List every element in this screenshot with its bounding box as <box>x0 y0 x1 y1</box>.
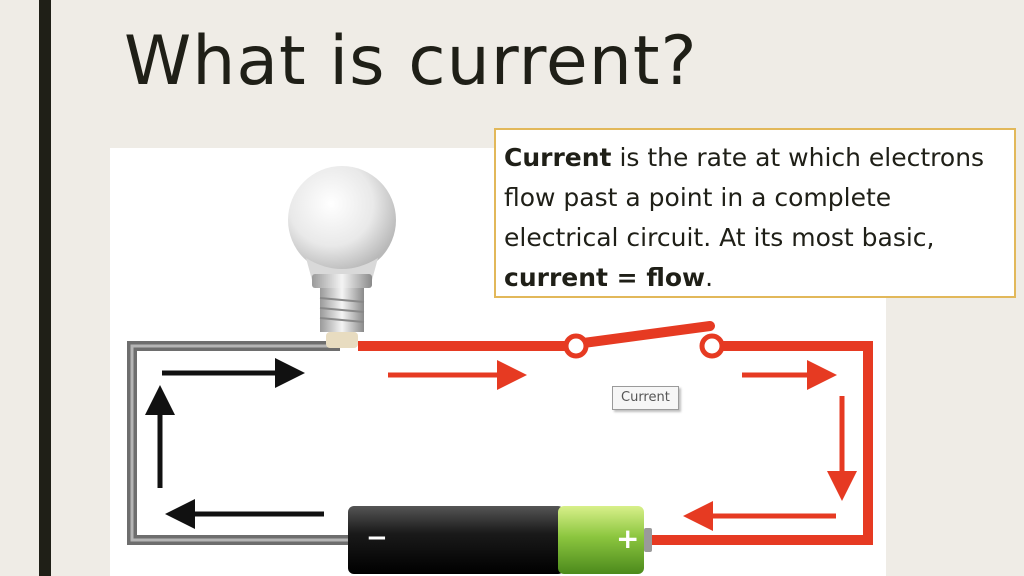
current-tooltip: Current <box>612 386 679 410</box>
callout-sentence: is the rate at which electrons flow past… <box>504 143 985 252</box>
light-bulb <box>288 166 396 348</box>
callout-term: Current <box>504 143 612 172</box>
slide-title: What is current? <box>124 22 698 101</box>
callout-period: . <box>705 263 714 292</box>
switch-terminal-left <box>563 333 589 359</box>
definition-callout: Current is the rate at which electrons f… <box>494 128 1016 298</box>
left-accent-bar <box>39 0 51 576</box>
battery-minus-label: − <box>366 523 388 553</box>
switch-lever <box>571 321 715 349</box>
battery-plus-label: + <box>616 522 639 555</box>
circuit-svg: − + <box>127 166 873 574</box>
battery: − + <box>348 506 652 574</box>
callout-equation: current = flow <box>504 263 706 292</box>
positive-wire-right <box>640 341 873 545</box>
switch-terminal-right <box>699 333 725 359</box>
